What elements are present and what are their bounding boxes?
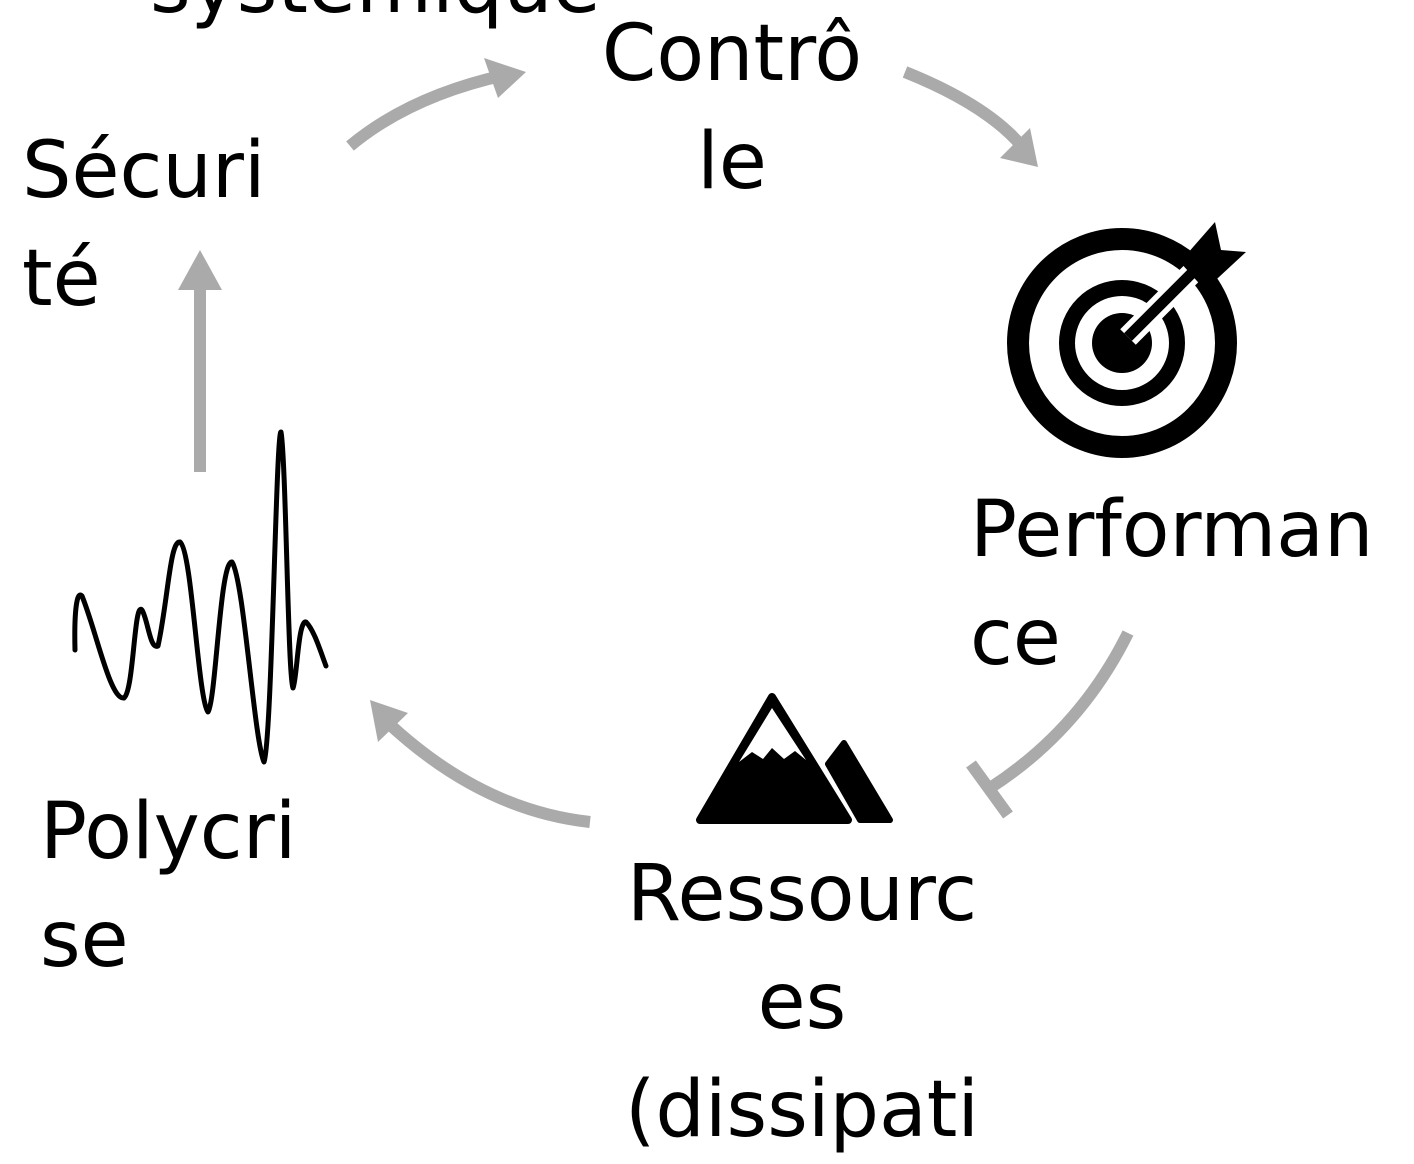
- node-securite-line-2: té: [22, 234, 101, 324]
- arrowhead-controle: [484, 58, 526, 98]
- arrowhead-performance: [1000, 128, 1038, 167]
- arrowhead-polycrise: [370, 700, 408, 742]
- waveform-icon: [72, 429, 329, 765]
- node-controle: Contrô le: [582, 0, 882, 216]
- target-icon: [1007, 222, 1246, 458]
- node-polycrise-line-1: Polycri: [40, 787, 297, 877]
- node-ressources-line-2: es: [757, 957, 847, 1047]
- diagram-title: systémique: [150, 0, 601, 40]
- node-performance-line-1: Performan: [970, 485, 1374, 575]
- icons-layer: [72, 222, 1246, 824]
- edge-ressources-polycrise: [380, 715, 591, 828]
- node-controle-line-2: le: [697, 117, 767, 207]
- node-polycrise-line-2: se: [40, 895, 129, 985]
- diagram-canvas: systémique Contrô le Sécuri té Performan…: [22, 0, 1373, 1155]
- arrowhead-securite: [178, 250, 222, 290]
- node-performance: Performan ce: [970, 476, 1373, 692]
- node-performance-line-2: ce: [970, 593, 1061, 683]
- edge-inhibition-bar: [966, 760, 1013, 819]
- edge-controle-performance: [902, 66, 1030, 154]
- node-controle-line-1: Contrô: [601, 9, 863, 99]
- mountain-icon: [696, 693, 893, 824]
- node-securite: Sécuri té: [22, 117, 266, 333]
- node-securite-line-1: Sécuri: [22, 126, 266, 216]
- edge-performance-ressources: [986, 630, 1134, 794]
- node-polycrise: Polycri se: [40, 778, 296, 994]
- edge-securite-controle: [346, 69, 507, 151]
- node-ressources-line-1: Ressourc: [626, 849, 978, 939]
- edges-layer: [178, 58, 1134, 828]
